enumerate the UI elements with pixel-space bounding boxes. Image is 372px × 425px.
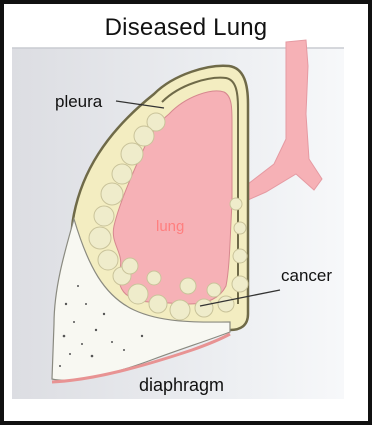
lung-diagram: [4, 4, 368, 421]
label-lung: lung: [156, 218, 184, 235]
diagram-title: Diseased Lung: [4, 14, 368, 42]
label-pleura: pleura: [55, 92, 102, 112]
label-diaphragm: diaphragm: [139, 375, 224, 396]
label-cancer: cancer: [281, 266, 332, 286]
